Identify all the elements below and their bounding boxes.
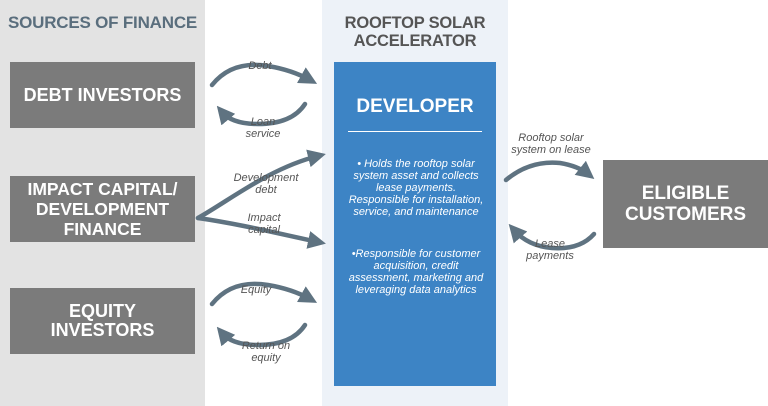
developer-divider — [348, 131, 482, 132]
loan-service-arrow — [216, 101, 308, 127]
equity-investors-label: EQUITY INVESTORS — [50, 301, 155, 340]
impact-capital-label: IMPACT CAPITAL/ DEVELOPMENT FINANCE — [27, 179, 178, 239]
development-debt-arrow — [195, 149, 326, 221]
return-on-equity-flow-label: Return on equity — [241, 340, 291, 364]
rooftop-lease-flow-label: Rooftop solar system on lease — [511, 132, 591, 156]
developer-box: DEVELOPER • Holds the rooftop solar syst… — [334, 62, 496, 386]
sources-of-finance-title: SOURCES OF FINANCE — [7, 13, 198, 32]
rooftop-solar-accelerator-title: ROOFTOP SOLAR ACCELERATOR — [344, 14, 486, 50]
debt-arrow — [209, 62, 318, 88]
lease-payments-flow-label: Lease payments — [526, 238, 574, 262]
development-debt-flow-label: Development debt — [233, 172, 299, 196]
eligible-customers-label: ELIGIBLE CUSTOMERS — [624, 183, 747, 225]
debt-investors-box: DEBT INVESTORS — [10, 62, 195, 128]
return-on-equity-arrow — [216, 322, 308, 348]
developer-title: DEVELOPER — [356, 96, 474, 117]
impact-capital-arrow — [195, 215, 326, 249]
developer-bullet-acquisition: •Responsible for customer acquisition, c… — [348, 248, 484, 296]
impact-capital-box: IMPACT CAPITAL/ DEVELOPMENT FINANCE — [10, 176, 195, 242]
debt-flow-label: Debt — [248, 60, 272, 72]
loan-service-flow-label: Loan service — [245, 116, 281, 140]
equity-investors-box: EQUITY INVESTORS — [10, 288, 195, 354]
rooftop-lease-arrow — [503, 160, 595, 183]
eligible-customers-box: ELIGIBLE CUSTOMERS — [603, 160, 768, 248]
equity-arrow — [209, 281, 318, 307]
developer-bullet-asset: • Holds the rooftop solar system asset a… — [348, 158, 484, 218]
impact-capital-flow-label: Impact capital — [247, 212, 281, 236]
lease-payments-arrow — [508, 223, 597, 251]
equity-flow-label: Equity — [240, 284, 272, 296]
debt-investors-label: DEBT INVESTORS — [23, 84, 182, 105]
